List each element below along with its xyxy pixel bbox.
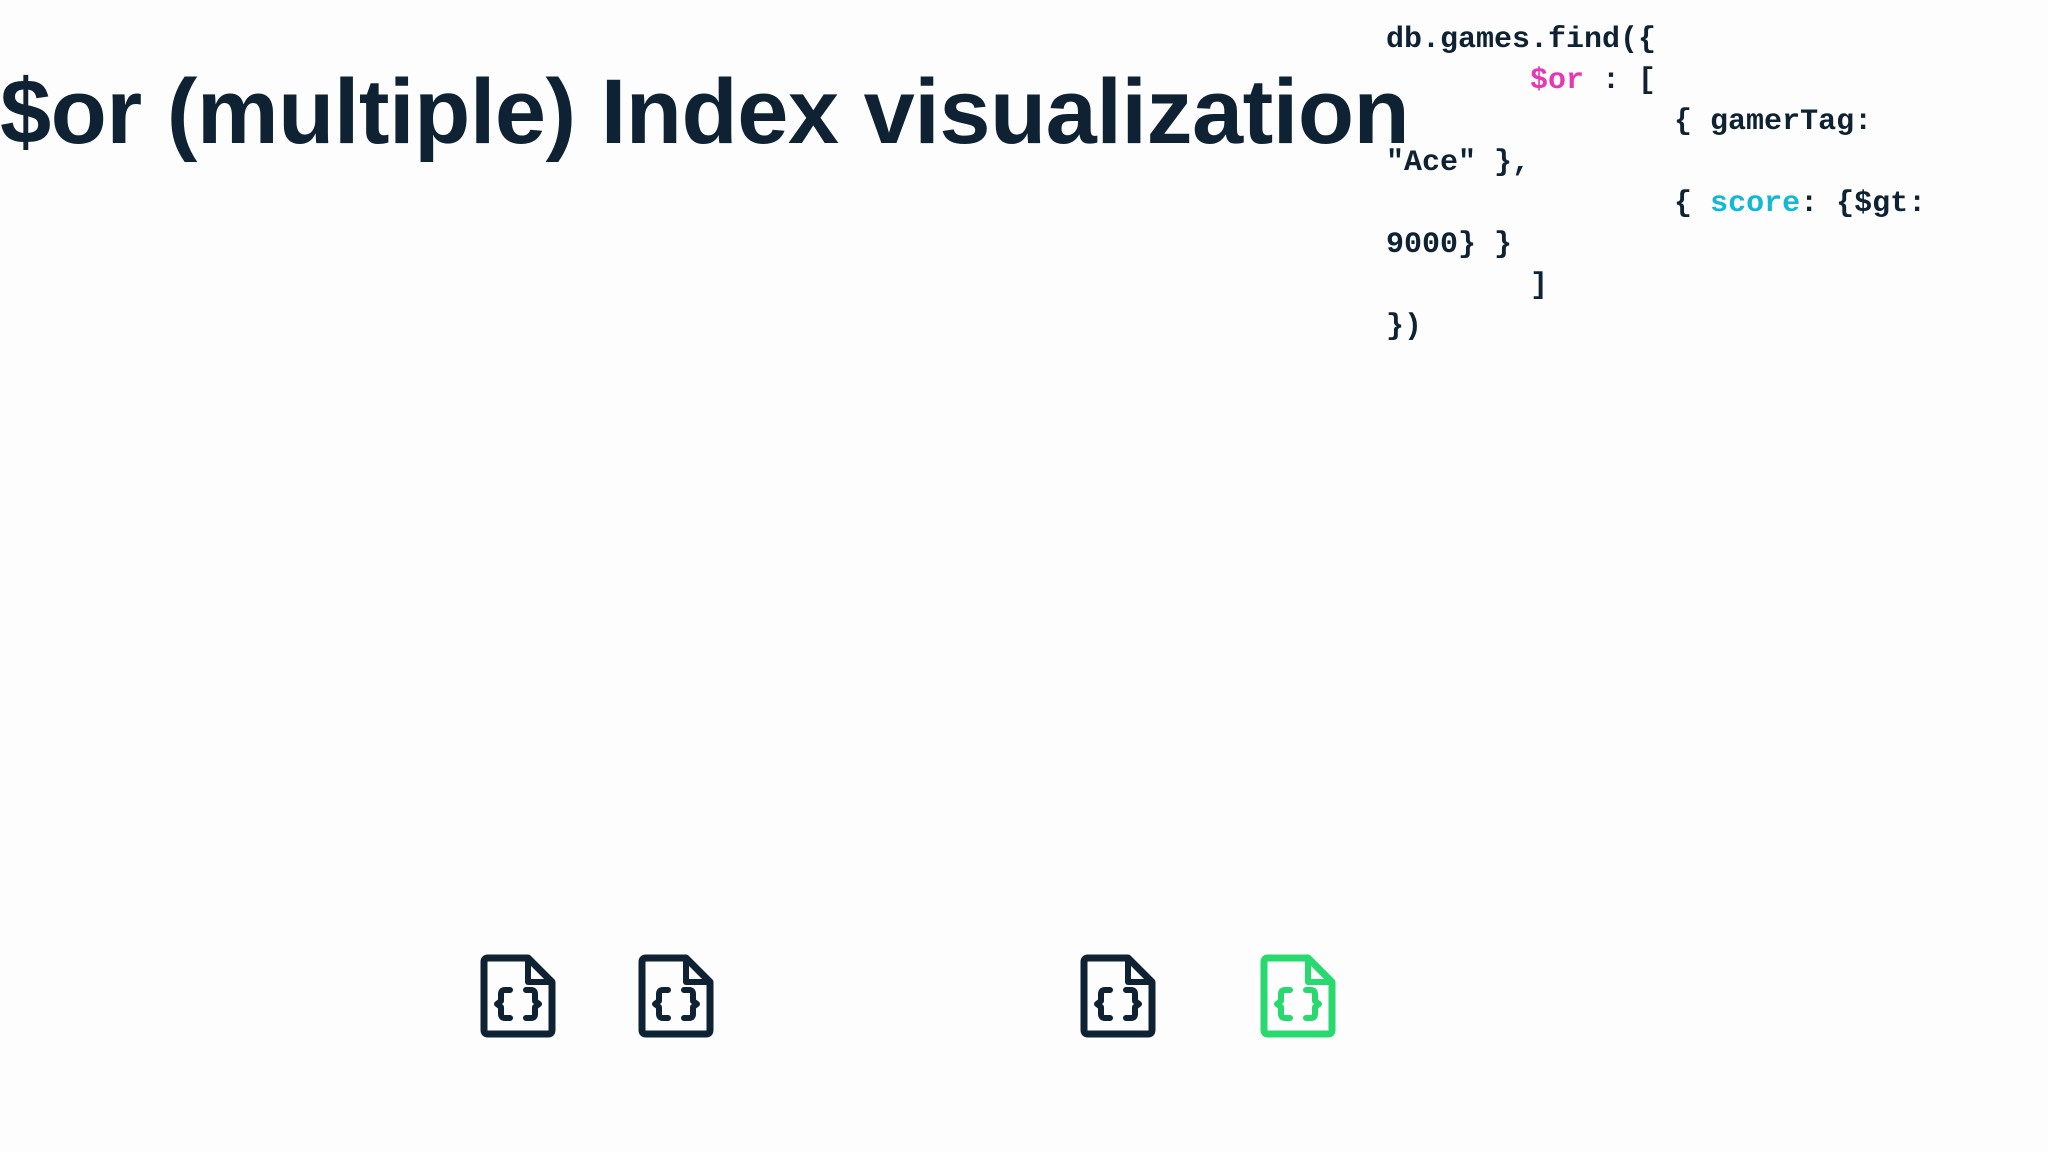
- json-document-icon: [638, 954, 714, 1038]
- code-line: { gamerTag:: [1386, 105, 1873, 139]
- score-field: score: [1710, 187, 1801, 221]
- code-line: db.games.find({: [1386, 23, 1657, 57]
- or-operator: $or: [1530, 64, 1585, 98]
- code-line: { score: {$gt:: [1386, 187, 1927, 221]
- query-code-block: db.games.find({ $or : [ { gamerTag: "Ace…: [1386, 20, 1926, 348]
- code-line: }): [1386, 310, 1423, 344]
- code-line: ]: [1386, 269, 1549, 303]
- json-document-icon: [480, 954, 556, 1038]
- code-line: $or : [: [1530, 64, 1657, 98]
- json-document-icon: [1080, 954, 1156, 1038]
- code-line: 9000} }: [1386, 228, 1513, 262]
- code-line: "Ace" },: [1386, 146, 1531, 180]
- json-document-icon: [1260, 954, 1336, 1038]
- slide-title: $or (multiple) Index visualization: [0, 61, 1410, 163]
